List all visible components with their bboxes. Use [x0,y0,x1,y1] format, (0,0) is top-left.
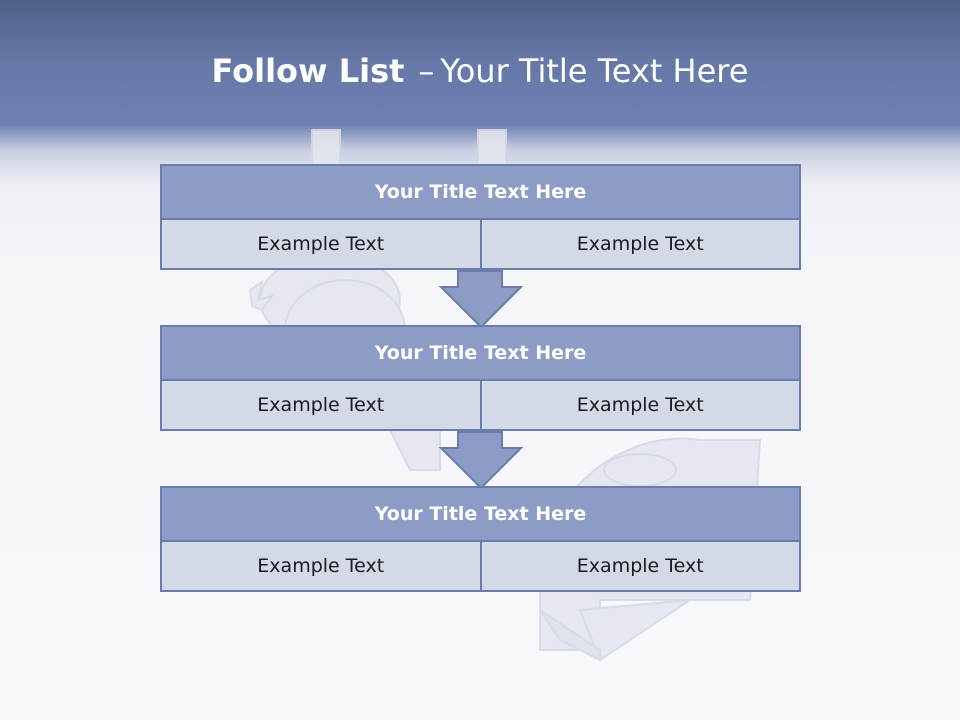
block-cell-right: Example Text [481,542,801,592]
block-cell-left: Example Text [160,542,482,592]
down-arrow-icon [438,270,524,329]
block-cell-right: Example Text [481,220,801,270]
block-title: Your Title Text Here [160,164,801,220]
down-arrow-icon [438,431,524,490]
block-row: Example Text Example Text [160,542,801,592]
title-bold-text: Follow List [211,52,405,90]
list-block-3: Your Title Text Here Example Text Exampl… [160,486,801,592]
list-block-1: Your Title Text Here Example Text Exampl… [160,164,801,270]
block-row: Example Text Example Text [160,220,801,270]
block-title: Your Title Text Here [160,325,801,381]
block-cell-left: Example Text [160,220,482,270]
title-separator: – [418,52,435,90]
block-title: Your Title Text Here [160,486,801,542]
title-rest-text: Your Title Text Here [440,52,749,90]
block-row: Example Text Example Text [160,381,801,431]
slide-title: Follow List–Your Title Text Here [0,52,960,90]
block-cell-right: Example Text [481,381,801,431]
list-block-2: Your Title Text Here Example Text Exampl… [160,325,801,431]
block-cell-left: Example Text [160,381,482,431]
